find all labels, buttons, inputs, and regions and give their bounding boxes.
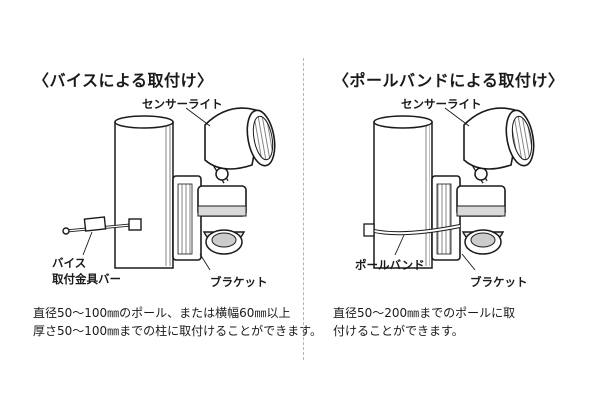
vise-leader-line	[82, 231, 93, 256]
bracket	[431, 175, 506, 261]
caption-line: 直径50～200㎜までのポールに取	[333, 306, 516, 320]
sensor-light	[463, 107, 535, 184]
pole-band-mount-caption: 直径50～200㎜までのポールに取 付けることができます。	[333, 304, 515, 340]
caption-line: 厚さ50～100㎜までの柱に取付けることができます。	[33, 324, 322, 338]
bracket-label: ブラケット	[210, 275, 268, 289]
vise-mount-title: 〈バイスによる取付け〉	[33, 71, 214, 90]
pole-band-leader-line	[394, 234, 405, 256]
sensor-leader-line	[444, 107, 470, 127]
vise-mount-caption: 直径50～100㎜のポール、または横幅60㎜以上 厚さ50～100㎜までの柱に取…	[33, 304, 322, 340]
pole-band	[363, 223, 461, 237]
pole	[114, 115, 174, 269]
sensor-leader-line	[185, 107, 211, 127]
sensor-light-label: センサーライト	[401, 97, 482, 111]
sensor-light-label: センサーライト	[142, 97, 223, 111]
vise-label: バイス	[52, 256, 87, 270]
pole-band-mount-title: 〈ポールバンドによる取付け〉	[333, 71, 565, 90]
vise-mount-panel: 〈バイスによる取付け〉	[33, 71, 322, 338]
pole-band-mount-illustration	[363, 107, 535, 271]
sensor-light	[204, 107, 276, 184]
vise-mount-illustration	[62, 107, 276, 271]
pole	[373, 115, 433, 269]
bracket-label: ブラケット	[470, 275, 528, 289]
panel-divider	[303, 58, 304, 360]
bracket-leader-line	[461, 253, 476, 271]
vise-bar	[62, 216, 142, 235]
caption-line: 付けることができます。	[333, 324, 464, 338]
pole-band-label: ポールバンド	[355, 258, 425, 272]
pole-band-mount-panel: 〈ポールバンドによる取付け〉	[300, 0, 600, 400]
caption-line: 直径50～100㎜のポール、または横幅60㎜以上	[33, 306, 291, 320]
vise-bar-label: 取付金具バー	[52, 272, 121, 286]
bracket-leader-line	[199, 253, 211, 271]
bracket	[172, 175, 247, 261]
